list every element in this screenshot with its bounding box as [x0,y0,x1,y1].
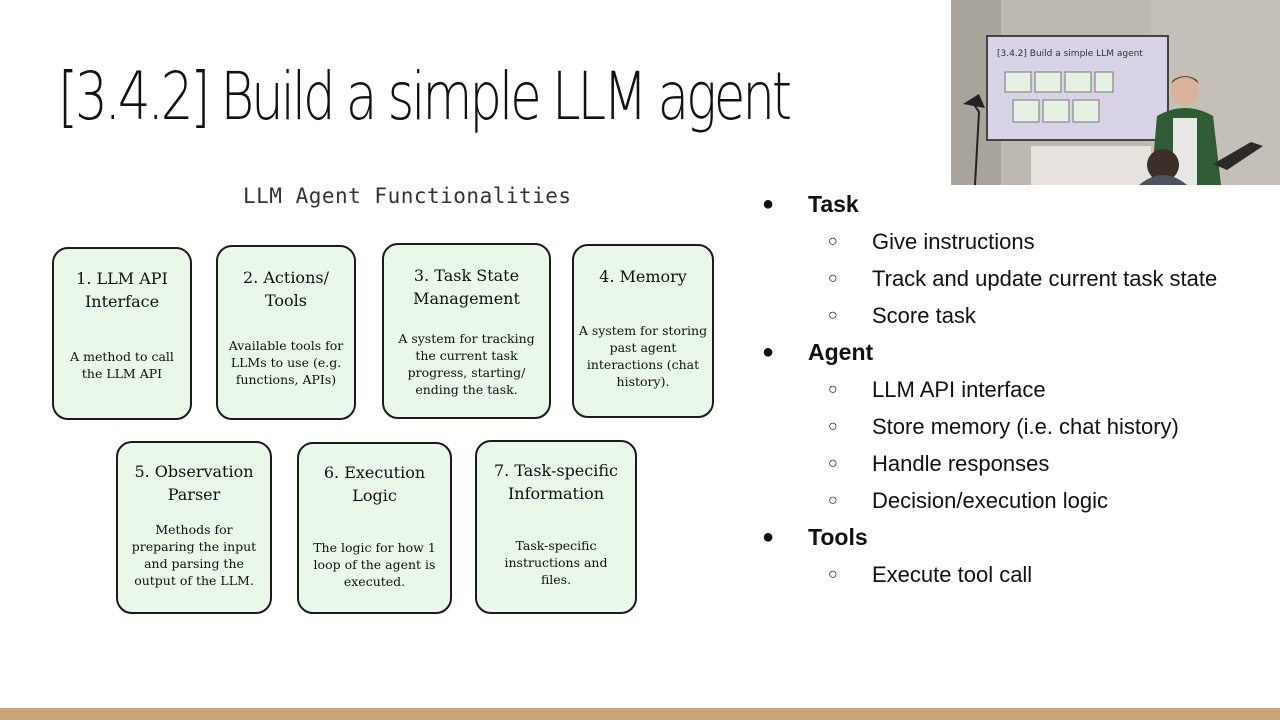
sub-bullet: ○ Handle responses [760,445,1280,482]
webcam-screen-title: [3.4.2] Build a simple LLM agent [997,49,1143,59]
sub-bullet-text: Store memory (i.e. chat history) [872,414,1179,439]
sub-bullet: ○ Execute tool call [760,556,1280,593]
card-description: A system for storing past agent interact… [578,323,708,389]
sub-bullet-text: Track and update current task state [872,266,1218,291]
bullet-circle-icon: ○ [828,455,838,472]
card-actions-tools: 2. Actions/ Tools Available tools for LL… [216,245,356,420]
card-task-state-management: 3. Task State Management A system for tr… [382,243,551,419]
card-observation-parser: 5. Observation Parser Methods for prepar… [116,441,272,614]
sub-bullet-text: Handle responses [872,451,1050,476]
bottom-bar [0,708,1280,720]
bullet-tools: ● Tools [760,519,1280,556]
bullet-dot-icon: ● [762,341,775,363]
bullet-label: Agent [808,339,874,365]
sub-bullet-text: Decision/execution logic [872,488,1109,513]
card-title: 6. Execution Logic [323,463,426,505]
bullet-agent: ● Agent [760,334,1280,371]
bullet-label: Task [808,191,859,217]
card-description: Available tools for LLMs to use (e.g. fu… [228,338,344,387]
card-description: The logic for how 1 loop of the agent is… [313,540,436,589]
card-description: A method to call the LLM API [70,349,174,381]
card-llm-api-interface: 1. LLM API Interface A method to call th… [52,247,192,420]
bullet-list: ● Task ○ Give instructions ○ Track and upda… [760,186,1280,593]
card-execution-logic: 6. Execution Logic The logic for how 1 l… [297,442,452,614]
bullet-task: ● Task [760,186,1280,223]
bullet-circle-icon: ○ [828,566,838,583]
diagram-title: LLM Agent Functionalities [243,184,572,208]
sub-bullet: ○ Give instructions [760,223,1280,260]
card-title: 5. Observation Parser [134,462,254,504]
card-title: 3. Task State Management [413,266,520,308]
card-description: Methods for preparing the input and pars… [131,522,257,588]
card-description: Task-specific instructions and files. [504,538,608,587]
webcam-scene: [3.4.2] Build a simple LLM agent [951,0,1280,185]
card-task-specific-information: 7. Task-specific Information Task-specif… [475,440,637,614]
webcam-overlay: [3.4.2] Build a simple LLM agent [951,0,1280,185]
bullet-circle-icon: ○ [828,381,838,398]
sub-bullet-text: Score task [872,303,976,328]
sub-bullet: ○ Track and update current task state [760,260,1280,297]
bullet-label: Tools [808,524,868,550]
bullet-circle-icon: ○ [828,418,838,435]
sub-bullet-text: Give instructions [872,229,1035,254]
card-description: A system for tracking the current task p… [398,331,535,397]
sub-bullet-text: LLM API interface [872,377,1046,402]
sub-bullet: ○ Decision/execution logic [760,482,1280,519]
sub-bullet: ○ Store memory (i.e. chat history) [760,408,1280,445]
bullet-dot-icon: ● [762,526,775,548]
sub-bullet-text: Execute tool call [872,562,1033,587]
bullet-circle-icon: ○ [828,492,838,509]
card-title: 4. Memory [599,267,687,286]
bullet-circle-icon: ○ [828,233,838,250]
bullet-circle-icon: ○ [828,307,838,324]
card-memory: 4. Memory A system for storing past agen… [572,244,714,418]
bullet-dot-icon: ● [762,193,775,215]
card-title: 2. Actions/ Tools [243,268,329,310]
card-title: 1. LLM API Interface [76,269,168,311]
sub-bullet: ○ Score task [760,297,1280,334]
sub-bullet: ○ LLM API interface [760,371,1280,408]
card-title: 7. Task-specific Information [494,461,618,503]
slide-title: [3.4.2] Build a simple LLM agent [58,58,792,135]
bullet-circle-icon: ○ [828,270,838,287]
